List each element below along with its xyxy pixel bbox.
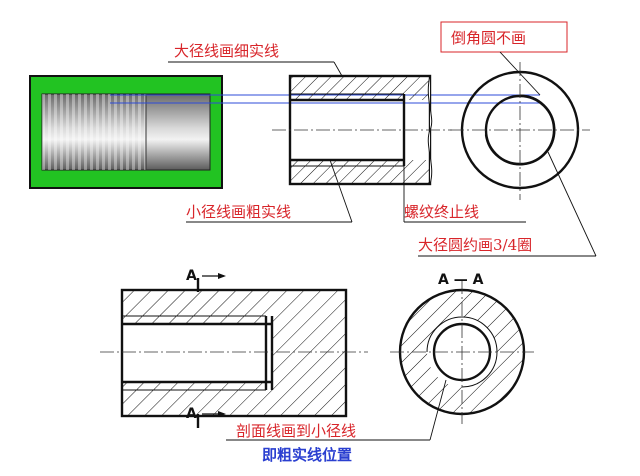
thread-section-view [100, 273, 368, 428]
label-thick-line-position: 即粗实线位置 [262, 446, 352, 464]
label-minor-diameter: 小径线画粗实线 [186, 159, 353, 223]
svg-text:倒角圆不画: 倒角圆不画 [451, 29, 526, 47]
label-major-circle: 大径圆约画3/4圈 [418, 151, 597, 257]
section-title: A — A [438, 272, 484, 288]
section-marker-bottom: A [186, 406, 197, 422]
label-hatch-to-minor: 剖面线画到小径线 [226, 379, 447, 441]
thread-front-view [272, 74, 452, 186]
realistic-thread-view [29, 75, 223, 189]
thread-end-view [450, 62, 590, 200]
svg-text:螺纹终止线: 螺纹终止线 [404, 203, 479, 221]
section-a-a-view [390, 280, 534, 424]
label-chamfer-circle: 倒角圆不画 [440, 21, 568, 96]
label-thread-end: 螺纹终止线 [403, 166, 526, 223]
svg-text:小径线画粗实线: 小径线画粗实线 [186, 203, 291, 221]
section-marker-top: A [186, 268, 197, 284]
label-major-diameter: 大径线画细实线 [168, 42, 343, 77]
svg-text:大径线画细实线: 大径线画细实线 [174, 42, 279, 60]
svg-text:剖面线画到小径线: 剖面线画到小径线 [236, 422, 356, 440]
svg-text:大径圆约画3/4圈: 大径圆约画3/4圈 [418, 236, 532, 254]
